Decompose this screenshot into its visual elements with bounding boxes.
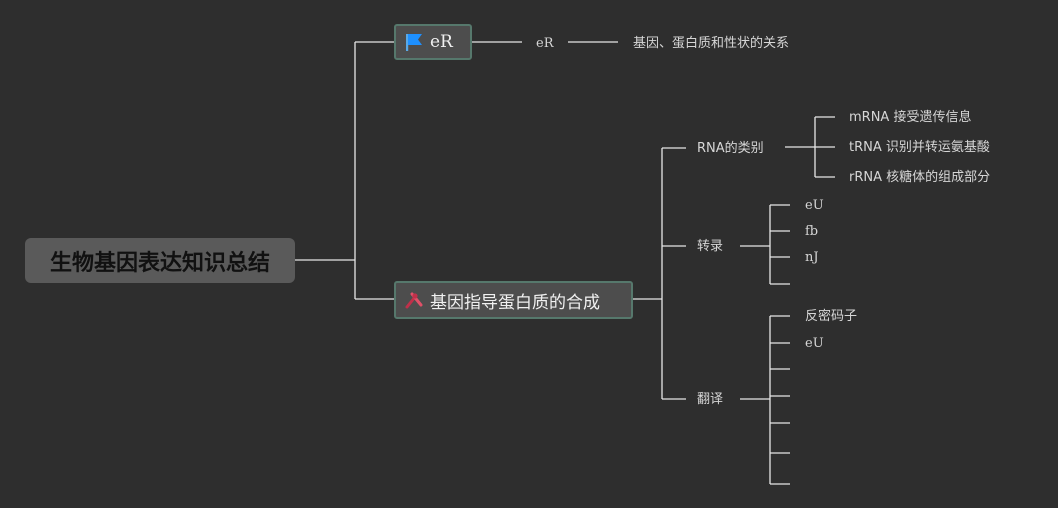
node-transcription[interactable]: 转录 (697, 239, 724, 254)
node-gene-protein-trait[interactable]: 基因、蛋白质和性状的关系 (633, 36, 790, 51)
root-node[interactable]: 生物基因表达知识总结 (25, 238, 295, 283)
node-transcription-item[interactable]: fb (805, 224, 819, 239)
branch-node-protein-synthesis[interactable]: 基因指导蛋白质的合成 (394, 281, 633, 319)
node-transcription-item[interactable]: eU (805, 198, 824, 213)
root-label: 生物基因表达知识总结 (49, 250, 270, 276)
branch-node-er[interactable]: eR (394, 24, 472, 60)
branch-label: eR (430, 32, 453, 52)
blue-flag-icon (406, 34, 422, 51)
node-trna[interactable]: tRNA 识别并转运氨基酸 (849, 140, 990, 155)
node-transcription-item[interactable]: nJ (805, 250, 819, 265)
node-mrna[interactable]: mRNA 接受遗传信息 (849, 110, 972, 125)
branch-label: 基因指导蛋白质的合成 (430, 292, 600, 313)
node-rrna[interactable]: rRNA 核糖体的组成部分 (849, 170, 991, 185)
node-rna-types[interactable]: RNA的类别 (697, 141, 764, 156)
node-anticodon[interactable]: 反密码子 (805, 309, 858, 324)
red-tools-icon (405, 292, 423, 309)
node-translation-item[interactable]: eU (805, 336, 824, 351)
node-er-child[interactable]: eR (536, 36, 554, 51)
node-translation[interactable]: 翻译 (697, 392, 724, 407)
